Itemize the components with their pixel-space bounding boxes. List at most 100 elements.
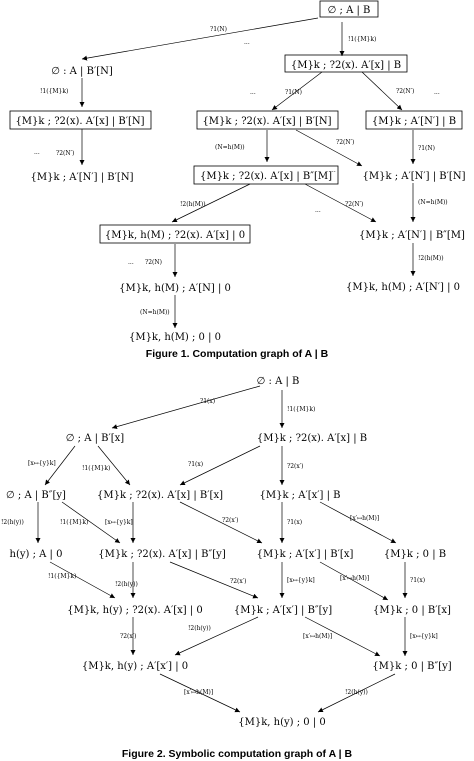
edge-label: ?2(N′) <box>396 88 414 95</box>
edge-label: ?1(x) <box>188 461 203 468</box>
edge-label: !2(h(M)) <box>180 201 206 208</box>
ellipsis: ... <box>128 259 134 266</box>
edge-label: ?2(N′) <box>345 201 363 208</box>
edge-label: ?1(x) <box>200 398 215 405</box>
edge-m12-m15 <box>304 616 381 657</box>
state-node: {M}k ; A′[x′] | B′[x] <box>257 549 354 560</box>
state-node: {M}k ; ?2(x). A′[x] | B′[N] <box>202 116 331 127</box>
edge-m7-m11 <box>49 561 116 599</box>
edge-m5-m9 <box>179 501 263 544</box>
edge-m1-m2 <box>111 385 261 430</box>
state-node: {M}k ; 0 | B″[y] <box>372 661 451 672</box>
edge-label: ?2(x′) <box>120 633 136 640</box>
state-node: {M}k ; A′[N′] | B′[N] <box>31 172 134 183</box>
state-node: {M}k ; ?2(x). A′[x] | B <box>291 60 401 71</box>
edge-m2-m5 <box>97 445 131 486</box>
state-node: {M}k, h(M) ; A′[N] | 0 <box>119 283 231 294</box>
ellipsis: ... <box>315 207 321 214</box>
figure-2-edge-labels: ?1(x) !1({M}k) [x↦{y}k] !1({M}k) ?1(x) ?… <box>1 398 438 696</box>
edge-label: !1({M}k) <box>348 36 376 43</box>
edge-label: (N=h(M)) <box>418 199 448 206</box>
edge-label: ?1(N) <box>418 145 435 152</box>
edge-m8-m12 <box>169 561 259 599</box>
state-node: {M}k ; A′[N′] | B <box>372 116 456 127</box>
edge-label: [x↦{y}k] <box>410 633 438 640</box>
edge-label: ?2(x′) <box>222 517 238 524</box>
state-node: h(y) ; A | 0 <box>10 549 63 560</box>
ellipsis: ... <box>34 149 40 156</box>
state-node: {M}k ; ?2(x). A′[x] | B″[y] <box>98 549 226 560</box>
edge-label: !2(h(y)) <box>1 519 24 526</box>
state-node: ∅ ; A | B <box>328 5 371 16</box>
state-node: ∅ ; A | B″[y] <box>6 490 66 501</box>
state-node: {M}k, h(M) ; A′[N′] | 0 <box>346 282 460 293</box>
edge-label: (N=h(M)) <box>215 144 245 151</box>
edge-label: ?1(N) <box>210 26 227 33</box>
state-node: ∅ : A | B <box>257 376 300 387</box>
state-box <box>99 224 251 244</box>
figure-2: ?1(x) !1({M}k) [x↦{y}k] !1({M}k) ?1(x) ?… <box>1 376 452 760</box>
state-node: {M}k ; ?2(x). A′[x] | B′[x] <box>97 490 223 501</box>
edge-n8-n10 <box>171 183 251 223</box>
figure-1: ... ... ... ... ... ... ... ?1(N) !1({M}… <box>9 0 466 360</box>
edge-label: ?2(x′) <box>230 578 246 585</box>
edge-label: ?2(x′) <box>287 463 303 470</box>
edge-m3-m5 <box>179 445 261 486</box>
state-node: {M}k ; 0 | B′[x] <box>373 605 451 616</box>
edge-label: !2(h(y)) <box>188 625 211 632</box>
state-box <box>196 110 339 130</box>
edge-n8-n11 <box>304 183 377 223</box>
edge-label: ?2(N) <box>145 259 162 266</box>
edge-n1-n2 <box>81 17 319 61</box>
ellipsis: ... <box>250 89 256 96</box>
figure-2-caption: Figure 2. Symbolic computation graph of … <box>122 748 353 760</box>
edge-label: !1({M}k) <box>60 519 88 526</box>
state-box <box>319 0 379 18</box>
edge-label: !1({M}k) <box>40 88 68 95</box>
figure-1-ellipses: ... ... ... ... ... ... ... <box>34 39 440 266</box>
edge-label: ?2(N′) <box>336 139 354 146</box>
figure-2-edges <box>35 385 408 713</box>
edge-m4-m8 <box>61 501 121 544</box>
state-node: {M}k, h(y) ; ?2(x). A′[x] | 0 <box>67 605 203 616</box>
state-node: ∅ ; A | B′[x] <box>66 433 125 444</box>
state-node: {M}k ; ?2(x). A′[x] | B′[N] <box>15 116 144 127</box>
edge-label: [x′↦h(M)] <box>303 633 332 640</box>
edge-label: [x′↦h(M)] <box>340 575 369 582</box>
figure-1-edge-labels: ?1(N) !1({M}k) !1({M}k) ?1(N) ?2(N′) ?2(… <box>40 26 448 316</box>
state-node: {M}k ; A′[x′] | B″[y] <box>234 605 332 616</box>
state-node: {M}k, h(y) ; 0 | 0 <box>238 717 325 728</box>
edge-label: ?1(x) <box>410 577 425 584</box>
state-node: {M}k, h(M) ; ?2(x). A′[x] | 0 <box>105 230 245 241</box>
state-box <box>284 54 408 73</box>
edge-label: !1({M}k) <box>82 465 110 472</box>
edge-label: !2(h(y)) <box>345 689 368 696</box>
state-node: {M}k, h(y) ; A′[x′] | 0 <box>82 661 188 672</box>
state-node: {M}k ; 0 | B <box>384 549 446 560</box>
edge-label: !1({M}k) <box>287 406 315 413</box>
edge-m14-m16 <box>159 673 241 713</box>
edge-m2-m4 <box>44 445 76 486</box>
edge-label: ?2(N′) <box>56 150 74 157</box>
edge-n3-n6 <box>361 71 403 111</box>
state-node: {M}k, h(M) ; 0 | 0 <box>129 332 221 343</box>
edge-m9-m13 <box>319 561 389 601</box>
edge-m15-m16 <box>317 673 396 713</box>
ellipsis: ... <box>434 89 440 96</box>
figure-1-caption: Figure 1. Computation graph of A | B <box>146 348 329 360</box>
figure-1-edges <box>79 17 416 328</box>
state-box <box>193 165 339 185</box>
edge-n3-n5 <box>271 71 323 111</box>
state-node: {M}k ; A′[N′] | B′[N] <box>363 171 466 182</box>
edge-label: [x↦{y}k] <box>105 519 133 526</box>
edge-n5-n9 <box>295 129 363 167</box>
edge-label: !1({M}k) <box>48 573 76 580</box>
state-node: ∅ : A | B′[N] <box>51 66 113 77</box>
edge-m12-m14 <box>174 616 259 656</box>
figure-1-nodes: ∅ ; A | B ∅ : A | B′[N] {M}k ; ?2(x). A′… <box>9 0 466 343</box>
edge-label: [x′↦h(M)] <box>184 689 213 696</box>
figure-2-nodes: ∅ : A | B ∅ ; A | B′[x] {M}k ; ?2(x). A′… <box>6 376 452 728</box>
state-node: {M}k ; A′[N′] | B″[M] <box>359 230 465 241</box>
edge-label: !2(h(y)) <box>115 581 138 588</box>
